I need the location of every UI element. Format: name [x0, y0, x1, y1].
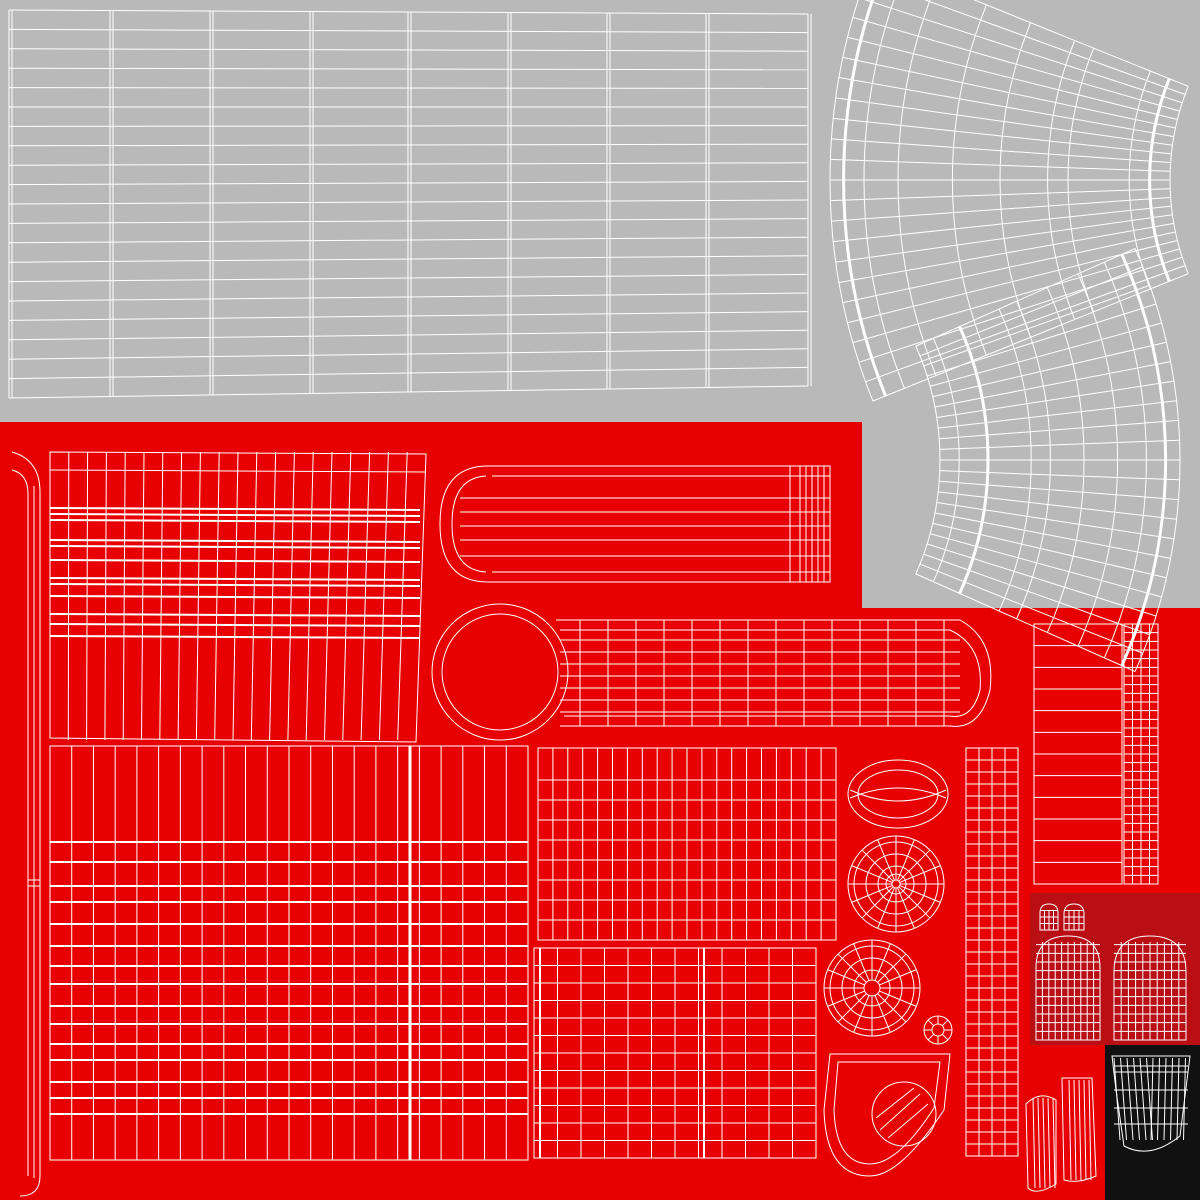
far-right-grid-panel	[1033, 623, 1159, 885]
radial-discs	[823, 759, 953, 1177]
left-vertical-strip	[11, 451, 41, 1197]
lower-right-curved-sleeve	[915, 248, 1181, 672]
upper-right-curved-sleeve	[829, 0, 1189, 402]
right-tall-column	[965, 747, 1019, 1157]
capsule-panel	[439, 465, 831, 583]
uv-wireframe-group	[8, 0, 1191, 1197]
lower-center-grid-panel	[533, 947, 817, 1159]
bottom-small-pieces	[1025, 1077, 1097, 1192]
center-grid-panel	[537, 747, 837, 941]
upper-left-grid-panel	[49, 451, 427, 743]
lower-left-large-grid	[49, 745, 529, 1161]
tassel-shape	[1111, 1055, 1191, 1152]
top-rectangular-sheet	[8, 9, 812, 399]
ring-and-arm-panel	[431, 603, 992, 741]
cap-shapes	[1035, 903, 1187, 1041]
